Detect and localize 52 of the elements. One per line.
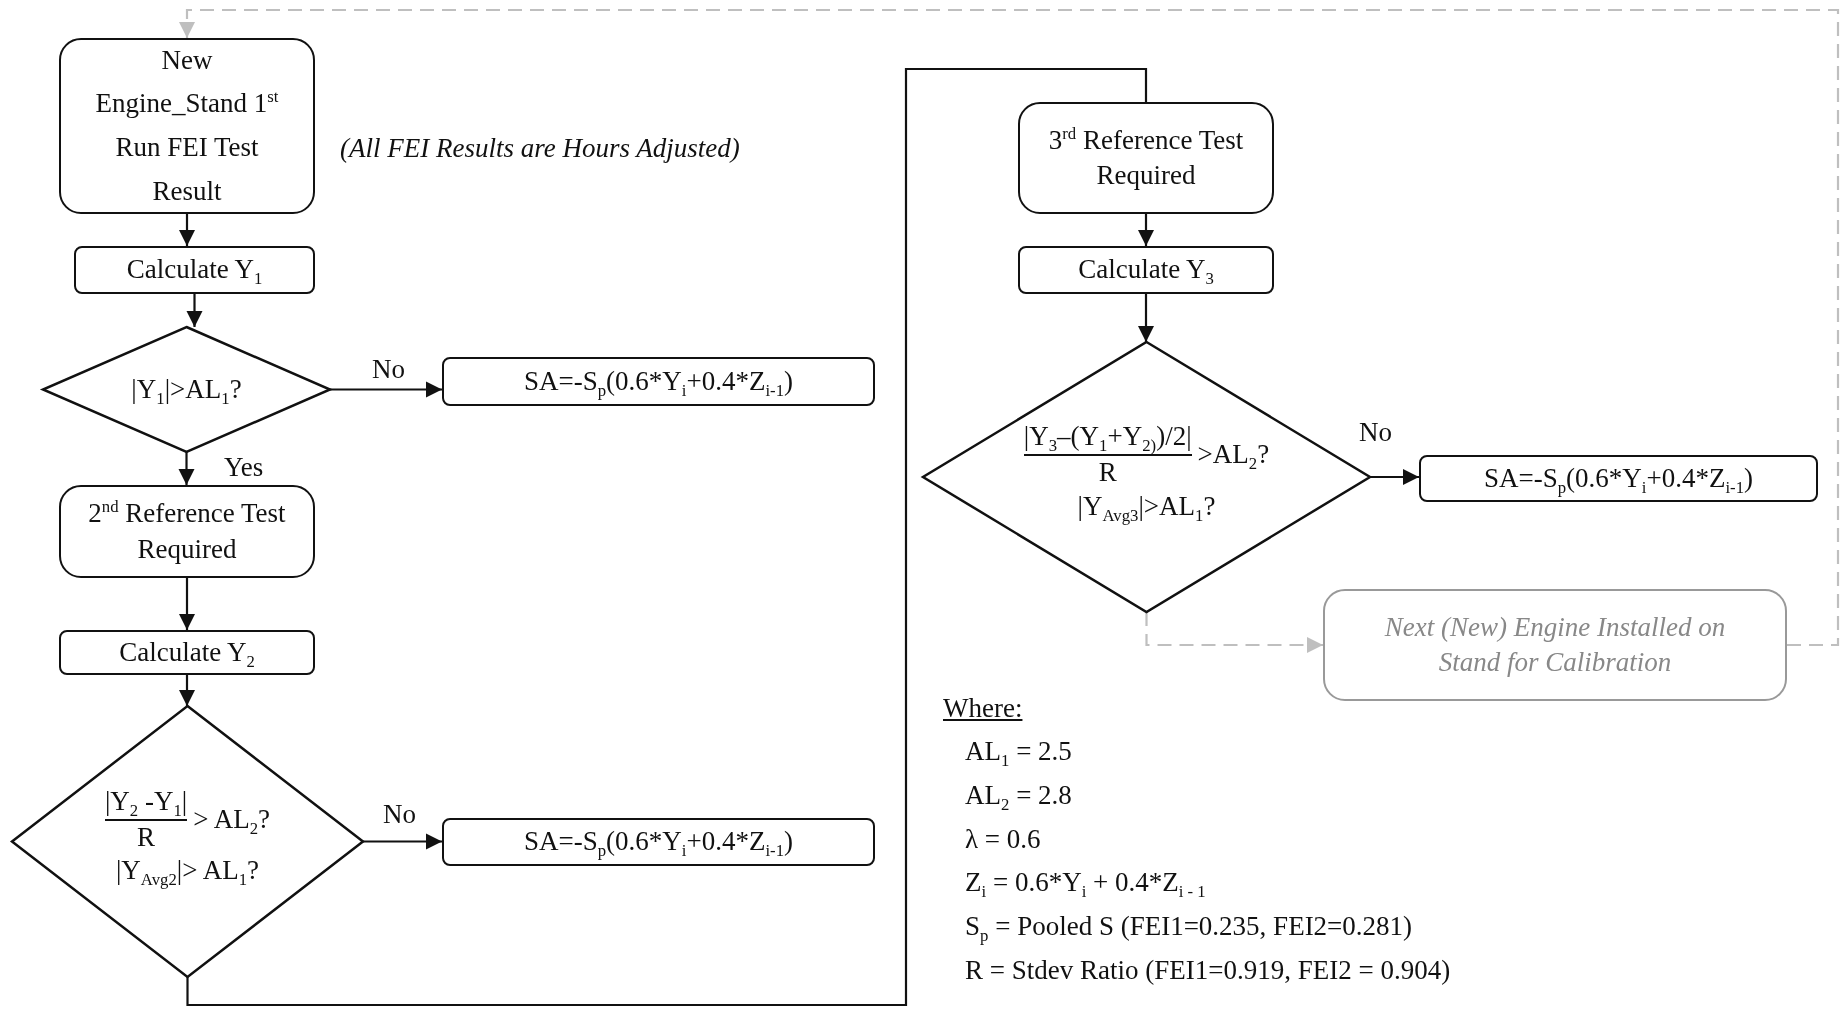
node-text: 2$^{nd}$ Reference Test Required: [87, 496, 287, 566]
process-box: [74, 246, 315, 294]
decision-diamond: [12, 706, 363, 977]
node-text: SA=-S$_{p}$(0.6*Y$_{i}$+0.4*Z$_{i-1}$): [523, 364, 794, 400]
node-text: > AL$_{2}$?: [193, 802, 271, 837]
arrow: [179, 214, 195, 246]
node-text: R: [1098, 456, 1117, 490]
arrow: [1138, 214, 1154, 246]
node-text: >AL$_{2}$?: [1197, 438, 1270, 472]
arrow: [1138, 294, 1154, 342]
definition-text: R = Stdev Ratio (FEI1=0.919, FEI2 = 0.904): [965, 954, 1451, 987]
terminal-box: [59, 38, 315, 214]
arrow: [186, 294, 203, 327]
process-box: [442, 818, 875, 866]
process-box: [1018, 246, 1274, 294]
definition-text: AL$_{2}$ = 2.8: [965, 779, 1072, 812]
note: (All FEI Results are Hours Adjusted): [340, 132, 740, 165]
process-box: [59, 630, 315, 675]
node-text: |Y$_{3}$–(Y$_{1}$+Y$_{2)}$)/2|: [1023, 420, 1192, 457]
process-box: [1419, 455, 1818, 502]
definition-text: λ = 0.6: [965, 823, 1041, 856]
dashed-arrow: [1145, 612, 1323, 653]
connector-line: [186, 67, 1148, 1007]
node-text: Calculate Y$_{2}$: [119, 635, 255, 671]
dashed-arrow: [179, 8, 1840, 647]
process-box: [442, 357, 875, 406]
arrow: [363, 833, 442, 850]
heading: Where:: [943, 692, 1023, 725]
arrow: [179, 675, 195, 706]
node-text: R: [137, 820, 156, 854]
arrow: [179, 578, 195, 630]
node-text: New Engine_Stand 1$^{st}$ Run FEI Test Result: [94, 43, 280, 208]
node-text: |Y$_{2}$ -Y$_{1}$|: [104, 784, 188, 821]
definition-text: Z$_{i}$ = 0.6*Y$_{i}$ + 0.4*Z$_{i - 1}$: [965, 866, 1206, 899]
node-text: SA=-S$_{p}$(0.6*Y$_{i}$+0.4*Z$_{i-1}$): [1483, 461, 1754, 497]
definition-text: S$_{p}$ = Pooled S (FEI1=0.235, FEI2=0.281): [965, 910, 1413, 943]
terminal-box: [1018, 102, 1274, 214]
terminal-box: [1323, 589, 1787, 701]
node-text: Next (New) Engine Installed on Stand for Calibration: [1383, 610, 1727, 679]
arrow: [330, 381, 442, 398]
node-text: |Y$_{1}$|>AL$_{1}$?: [131, 372, 242, 408]
node-text: SA=-S$_{p}$(0.6*Y$_{i}$+0.4*Z$_{i-1}$): [523, 825, 794, 860]
definition-text: AL$_{1}$ = 2.5: [965, 735, 1072, 768]
arrow: [178, 452, 195, 485]
node-text: |Y$_{Avg3}$|>AL$_{1}$?: [1077, 489, 1216, 524]
node-text: Calculate Y$_{3}$: [1078, 253, 1214, 288]
terminal-box: [59, 485, 315, 578]
decision-diamond: [43, 327, 330, 452]
node-text: Calculate Y$_{1}$: [126, 253, 263, 288]
node-text: 3$^{rd}$ Reference Test Required: [1047, 122, 1245, 192]
arrow: [1370, 469, 1419, 485]
node-text: |Y$_{Avg2}$|> AL$_{1}$?: [115, 854, 260, 889]
